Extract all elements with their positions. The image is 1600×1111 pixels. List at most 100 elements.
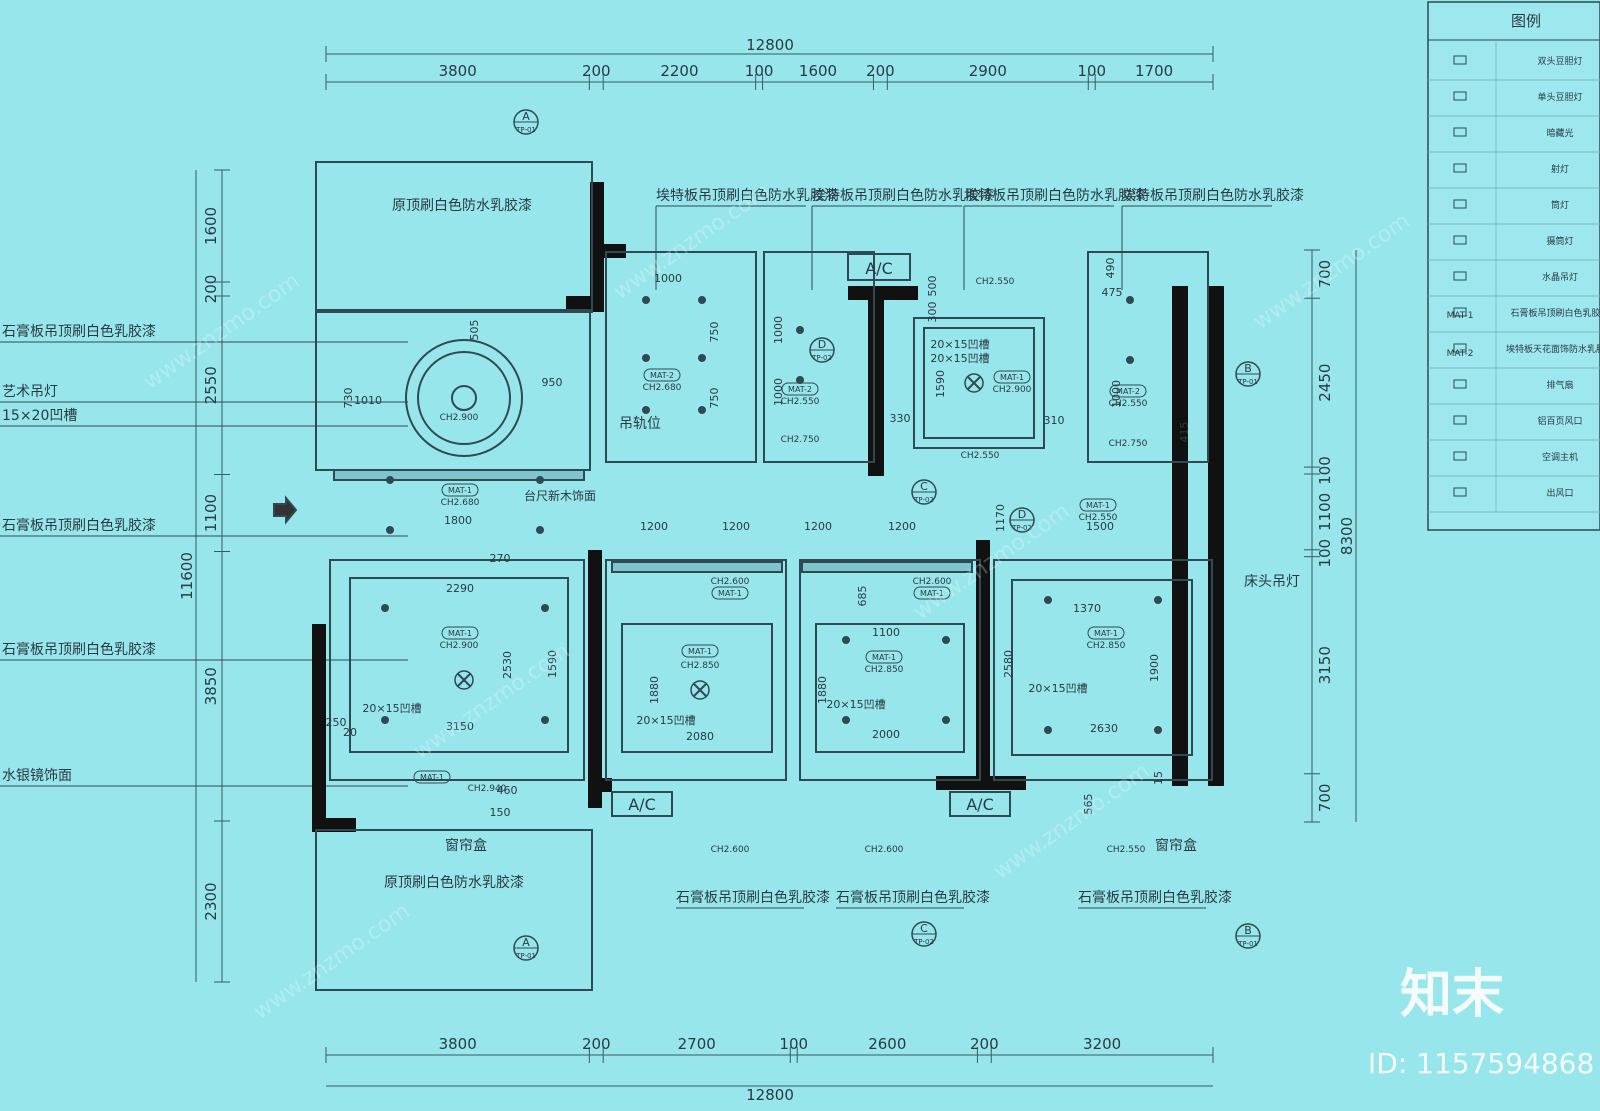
material-tag: MAT-2 <box>788 385 812 394</box>
groove-tag: 20×15凹槽 <box>930 352 989 365</box>
balcony-top-note: 原顶刷白色防水乳胶漆 <box>392 197 532 214</box>
entry-arrow-icon <box>273 495 298 525</box>
inner-dim: 505 <box>468 320 481 341</box>
inner-dim: 1000 <box>772 316 785 344</box>
bottom-dim-value: 100 <box>779 1035 808 1053</box>
material-tag-box <box>1109 384 1147 398</box>
inner-dim: 1200 <box>888 520 916 533</box>
ceiling-outline <box>315 161 593 313</box>
legend-symbol-icon <box>1453 199 1467 209</box>
downlight-icon <box>642 406 650 414</box>
rail-note: 吊轨位 <box>619 416 661 432</box>
legend-item-label: 单头豆胆灯 <box>1537 91 1582 103</box>
bottom-dim-value: 2700 <box>678 1035 716 1053</box>
material-tag-box <box>913 586 951 600</box>
inner-dim: 1200 <box>722 520 750 533</box>
height-tag: CH2.550 <box>1109 399 1148 409</box>
dimension-lines <box>0 46 1357 1087</box>
inner-dim: 270 <box>490 552 511 565</box>
height-tag: CH2.550 <box>961 451 1000 461</box>
vent-strip <box>611 561 783 573</box>
inner-dim: 300 <box>926 302 939 323</box>
right-dim-value: 3150 <box>1316 646 1334 684</box>
wall-segment <box>1208 286 1222 786</box>
ac-box <box>611 791 673 817</box>
legend-symbol-icon <box>1453 415 1467 425</box>
inner-dim: 1200 <box>804 520 832 533</box>
downlight-icon <box>536 476 544 484</box>
legend-symbol-icon <box>1453 487 1467 497</box>
inner-dim: 1500 <box>1086 520 1114 533</box>
bottom-dim-value: 2600 <box>868 1035 906 1053</box>
right-dim-value: 1100 <box>1316 493 1334 531</box>
inner-dim: 1590 <box>934 370 947 398</box>
legend-item-label: 石膏板吊顶刷白色乳胶漆 <box>1510 307 1600 319</box>
top-dim-value: 2200 <box>660 62 698 80</box>
downlight-icon <box>386 476 394 484</box>
height-tag: CH2.550 <box>1107 845 1146 855</box>
chandelier-icon <box>454 670 474 690</box>
ceiling-outline <box>799 559 981 781</box>
inner-dim: 1000 <box>772 378 785 406</box>
groove-tag: 20×15凹槽 <box>930 338 989 351</box>
image-id: ID: 1157594868 <box>1368 1047 1594 1080</box>
left-callout-text: 石膏板吊顶刷白色乳胶漆 <box>2 517 156 534</box>
legend-item-label: 排气扇 <box>1546 379 1573 391</box>
section-sheet: TP-01 <box>515 952 536 960</box>
section-sheet: TP-02 <box>1011 524 1032 532</box>
legend-item-label: 暗藏光 <box>1546 127 1573 139</box>
downlight-icon <box>796 376 804 384</box>
section-letter: C <box>920 480 928 493</box>
material-tag-box <box>993 370 1031 384</box>
ceiling-outline <box>315 309 591 471</box>
legend-symbol-icon <box>1453 163 1467 173</box>
wall-segment <box>312 624 326 830</box>
chandelier-icon-cross <box>967 376 981 390</box>
inner-dim: 475 <box>1102 286 1123 299</box>
inner-dim: 1100 <box>872 626 900 639</box>
inner-dim: 415 <box>1178 422 1191 443</box>
top-dim-value: 1600 <box>799 62 837 80</box>
downlight-icon <box>541 604 549 612</box>
ac-box <box>847 253 911 281</box>
curtain-note: 窗帘盒 <box>1155 837 1197 854</box>
height-tag: CH2.600 <box>711 577 750 587</box>
inner-dim: 2000 <box>872 728 900 741</box>
section-letter: C <box>920 922 928 935</box>
height-tag: CH2.940 <box>468 784 507 794</box>
inner-dim: 750 <box>708 322 721 343</box>
inner-dim: 1880 <box>648 676 661 704</box>
inner-dim: 1000 <box>654 272 682 285</box>
section-letter: D <box>1018 508 1026 521</box>
inner-dim: 2290 <box>446 582 474 595</box>
height-tag: CH2.850 <box>681 661 720 671</box>
downlight-icon <box>698 296 706 304</box>
left-dim-value: 200 <box>202 275 220 304</box>
top-callout-text: 埃特板吊顶刷白色防水乳胶漆 <box>1122 187 1304 204</box>
right-dim-value: 2450 <box>1316 364 1334 402</box>
top-dim-value: 200 <box>866 62 895 80</box>
downlight-icon <box>1126 356 1134 364</box>
ac-label: A/C <box>966 795 994 814</box>
section-sheet: TP-01 <box>1237 378 1258 386</box>
legend-symbol-icon <box>1453 91 1467 101</box>
round-ceiling-outer <box>405 339 523 457</box>
ceiling-outline <box>621 623 773 753</box>
downlight-icon <box>842 636 850 644</box>
material-tag: MAT-1 <box>920 589 944 598</box>
legend-panel: 图例双头豆胆灯单头豆胆灯暗藏光射灯筒灯摄筒灯水晶吊灯石膏板吊顶刷白色乳胶漆埃特板… <box>1427 1 1600 531</box>
bedlamp-note: 床头吊灯 <box>1244 574 1300 590</box>
left-callout-text: 石膏板吊顶刷白色乳胶漆 <box>2 323 156 340</box>
wall-segment <box>1172 286 1188 786</box>
material-tag-box <box>441 483 479 497</box>
material-tag-box <box>1079 498 1117 512</box>
section-letter: B <box>1244 362 1252 375</box>
downlight-icon <box>541 716 549 724</box>
inner-dim: 750 <box>708 388 721 409</box>
material-tag-box <box>1087 626 1125 640</box>
material-tag-box <box>413 770 451 784</box>
ceiling-outline <box>605 559 787 781</box>
legend-item-label: 水晶吊灯 <box>1542 271 1578 283</box>
downlight-icon <box>698 406 706 414</box>
